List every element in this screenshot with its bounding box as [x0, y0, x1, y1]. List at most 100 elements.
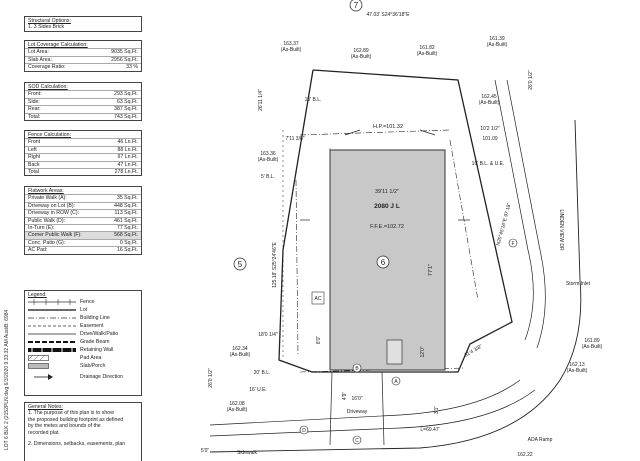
flatwork-label: Corner Public Walk (F):	[28, 232, 82, 239]
rear-dim-small: 12'0"	[420, 346, 426, 357]
legend-label: Fence	[80, 299, 95, 306]
curve-length: L=69.47'	[420, 427, 439, 433]
porch	[386, 339, 403, 365]
lot-coverage-label: Slab Area:	[28, 56, 52, 63]
legend-box: Legend: Fence Lot Building Line Easement…	[24, 290, 142, 396]
lot-coverage-value: 2956 Sq.Ft.	[111, 56, 138, 63]
flatwork-value: 448 Sq.Ft.	[114, 202, 138, 209]
front-sidewalk	[209, 379, 521, 426]
flatwork-marker-label: C	[355, 438, 359, 444]
legend-label: Slab/Porch	[80, 363, 106, 370]
flatwork-label: Conc. Patio (G):	[28, 239, 66, 246]
sidewalk-label: Sidewalk	[237, 450, 258, 456]
sidewalk-width: 5'0"	[201, 448, 210, 454]
slab-porch-icon	[28, 363, 49, 370]
lot-number: 7	[354, 1, 359, 10]
lot-number-circle	[233, 257, 247, 271]
lot-number-circle	[349, 0, 363, 12]
legend-item: Grade Beam	[25, 338, 141, 346]
flatwork-label: Driveway on Lot (B):	[28, 202, 75, 209]
legend-item: Pad Area	[25, 354, 141, 362]
lot-number: 6	[381, 258, 386, 267]
corner-dim: 31'4 3/8"	[464, 344, 484, 359]
structural-options-title: Structural Options:	[28, 18, 71, 24]
legend-item: Easement	[25, 322, 141, 330]
pad-area-icon	[28, 355, 49, 362]
fence-label: Back	[28, 161, 40, 168]
structural-options-box: Structural Options: 1. 3 Sides Brick	[24, 16, 142, 32]
legend-label: Drive/Walk/Patio	[80, 331, 119, 338]
legend-item: Fence	[25, 298, 141, 306]
right-building-line: 10' B.L. & U.E.	[472, 161, 505, 167]
grade-beam-icon	[28, 341, 76, 344]
right-setback-dim: 10'2 1/2"	[480, 126, 500, 132]
notes-line: the proposed building footprint as defin…	[28, 416, 124, 423]
street-curb	[209, 119, 582, 453]
structural-options-item: 1. 3 Sides Brick	[28, 24, 65, 31]
legend-title: Legend:	[28, 292, 47, 298]
flatwork-value: 0 Sq.Ft.	[119, 239, 138, 246]
elevation-value: 161.39	[489, 36, 505, 42]
elevation-value: 162.13	[569, 362, 585, 368]
left-building-line: 5' B.L.	[261, 174, 275, 180]
notes-line: 1. The purpose of this plan is to show	[28, 410, 114, 417]
front-setback-dim: 18'0 1/4"	[258, 332, 278, 338]
legend-item: Drive/Walk/Patio	[25, 330, 141, 338]
retaining-wall-icon	[28, 348, 76, 353]
fence-value: 46 Ln.Ft.	[117, 139, 138, 146]
flatwork-value: 77 Sq.Ft.	[116, 225, 138, 232]
fence-line-icon	[28, 299, 76, 306]
elevation-value: 162.89	[353, 48, 369, 54]
lot-number: 5	[238, 260, 243, 269]
flatwork-marker-label: A	[394, 379, 398, 385]
notes-line: by the metes and bounds of the	[28, 423, 101, 430]
elevation-value: 163.37	[283, 41, 299, 47]
flatwork-label: Private Walk (A):	[28, 195, 67, 202]
tiny-dim-b: 4'9"	[342, 392, 348, 401]
flatwork-marker-label: D	[302, 428, 306, 434]
storm-inlet-label: Storm Inlet	[566, 281, 591, 287]
front-building-line: 20' B.L.	[254, 370, 271, 376]
legend-label: Drainage Direction	[80, 374, 123, 381]
flatwork-title: Flatwork Areas:	[28, 188, 64, 194]
elevation-value: 161.89	[584, 338, 600, 344]
fence-value: 278 Ln.Ft.	[114, 169, 138, 176]
front-dim-small: 3'1"	[434, 406, 440, 415]
driveway-edge	[381, 371, 385, 446]
elevation-note: (As-Built)	[567, 368, 588, 374]
fence-title: Fence Calculation:	[28, 132, 71, 138]
side-sidewalk	[506, 79, 546, 349]
rear-building-line: 10' B.L.	[305, 97, 322, 103]
ada-ramp-label: ADA Ramp	[528, 437, 553, 443]
high-point: H.P.=101.32	[373, 124, 403, 130]
lot-coverage-label: Lot Area:	[28, 49, 49, 56]
left-front-dim: 26'0 1/2"	[208, 368, 214, 388]
legend-item: Building Line	[25, 314, 141, 322]
building-line-icon	[28, 318, 76, 319]
elevation-note: (As-Built)	[281, 47, 302, 53]
left-bearing: 125.18' S25°24'46"E	[272, 241, 278, 287]
flatwork-label: Public Walk (D):	[28, 217, 65, 224]
tiny-dim-a: 8'0"	[316, 336, 322, 345]
elevation-value: 161.82	[419, 45, 435, 51]
notes-line: 2. Dimensions, setbacks, easements, plan	[28, 441, 126, 448]
flatwork-value: 461 Sq.Ft.	[114, 217, 138, 224]
drainage-arrow-icon	[34, 374, 53, 381]
flatwork-marker-label: F	[511, 241, 514, 247]
flatwork-value: 113 Sq.Ft.	[114, 210, 138, 217]
left-dim: 26'11 1/4"	[258, 89, 264, 111]
fence-value: 47 Ln.Ft.	[117, 161, 138, 168]
flatwork-marker	[299, 425, 309, 435]
house-width: 39'11 1/2"	[375, 189, 399, 195]
right-top-dim: 26'0 1/2"	[528, 70, 534, 90]
drainage-arrow	[344, 129, 361, 136]
ac-label: AC	[315, 296, 322, 302]
elevation-note: (As-Built)	[487, 42, 508, 48]
legend-label: Retaining Wall	[80, 347, 114, 354]
lot-coverage-value: 9035 Sq.Ft.	[111, 49, 138, 56]
elevation-note: (As-Built)	[227, 407, 248, 413]
legend-label: Easement	[80, 323, 104, 330]
flatwork-marker	[352, 363, 362, 373]
